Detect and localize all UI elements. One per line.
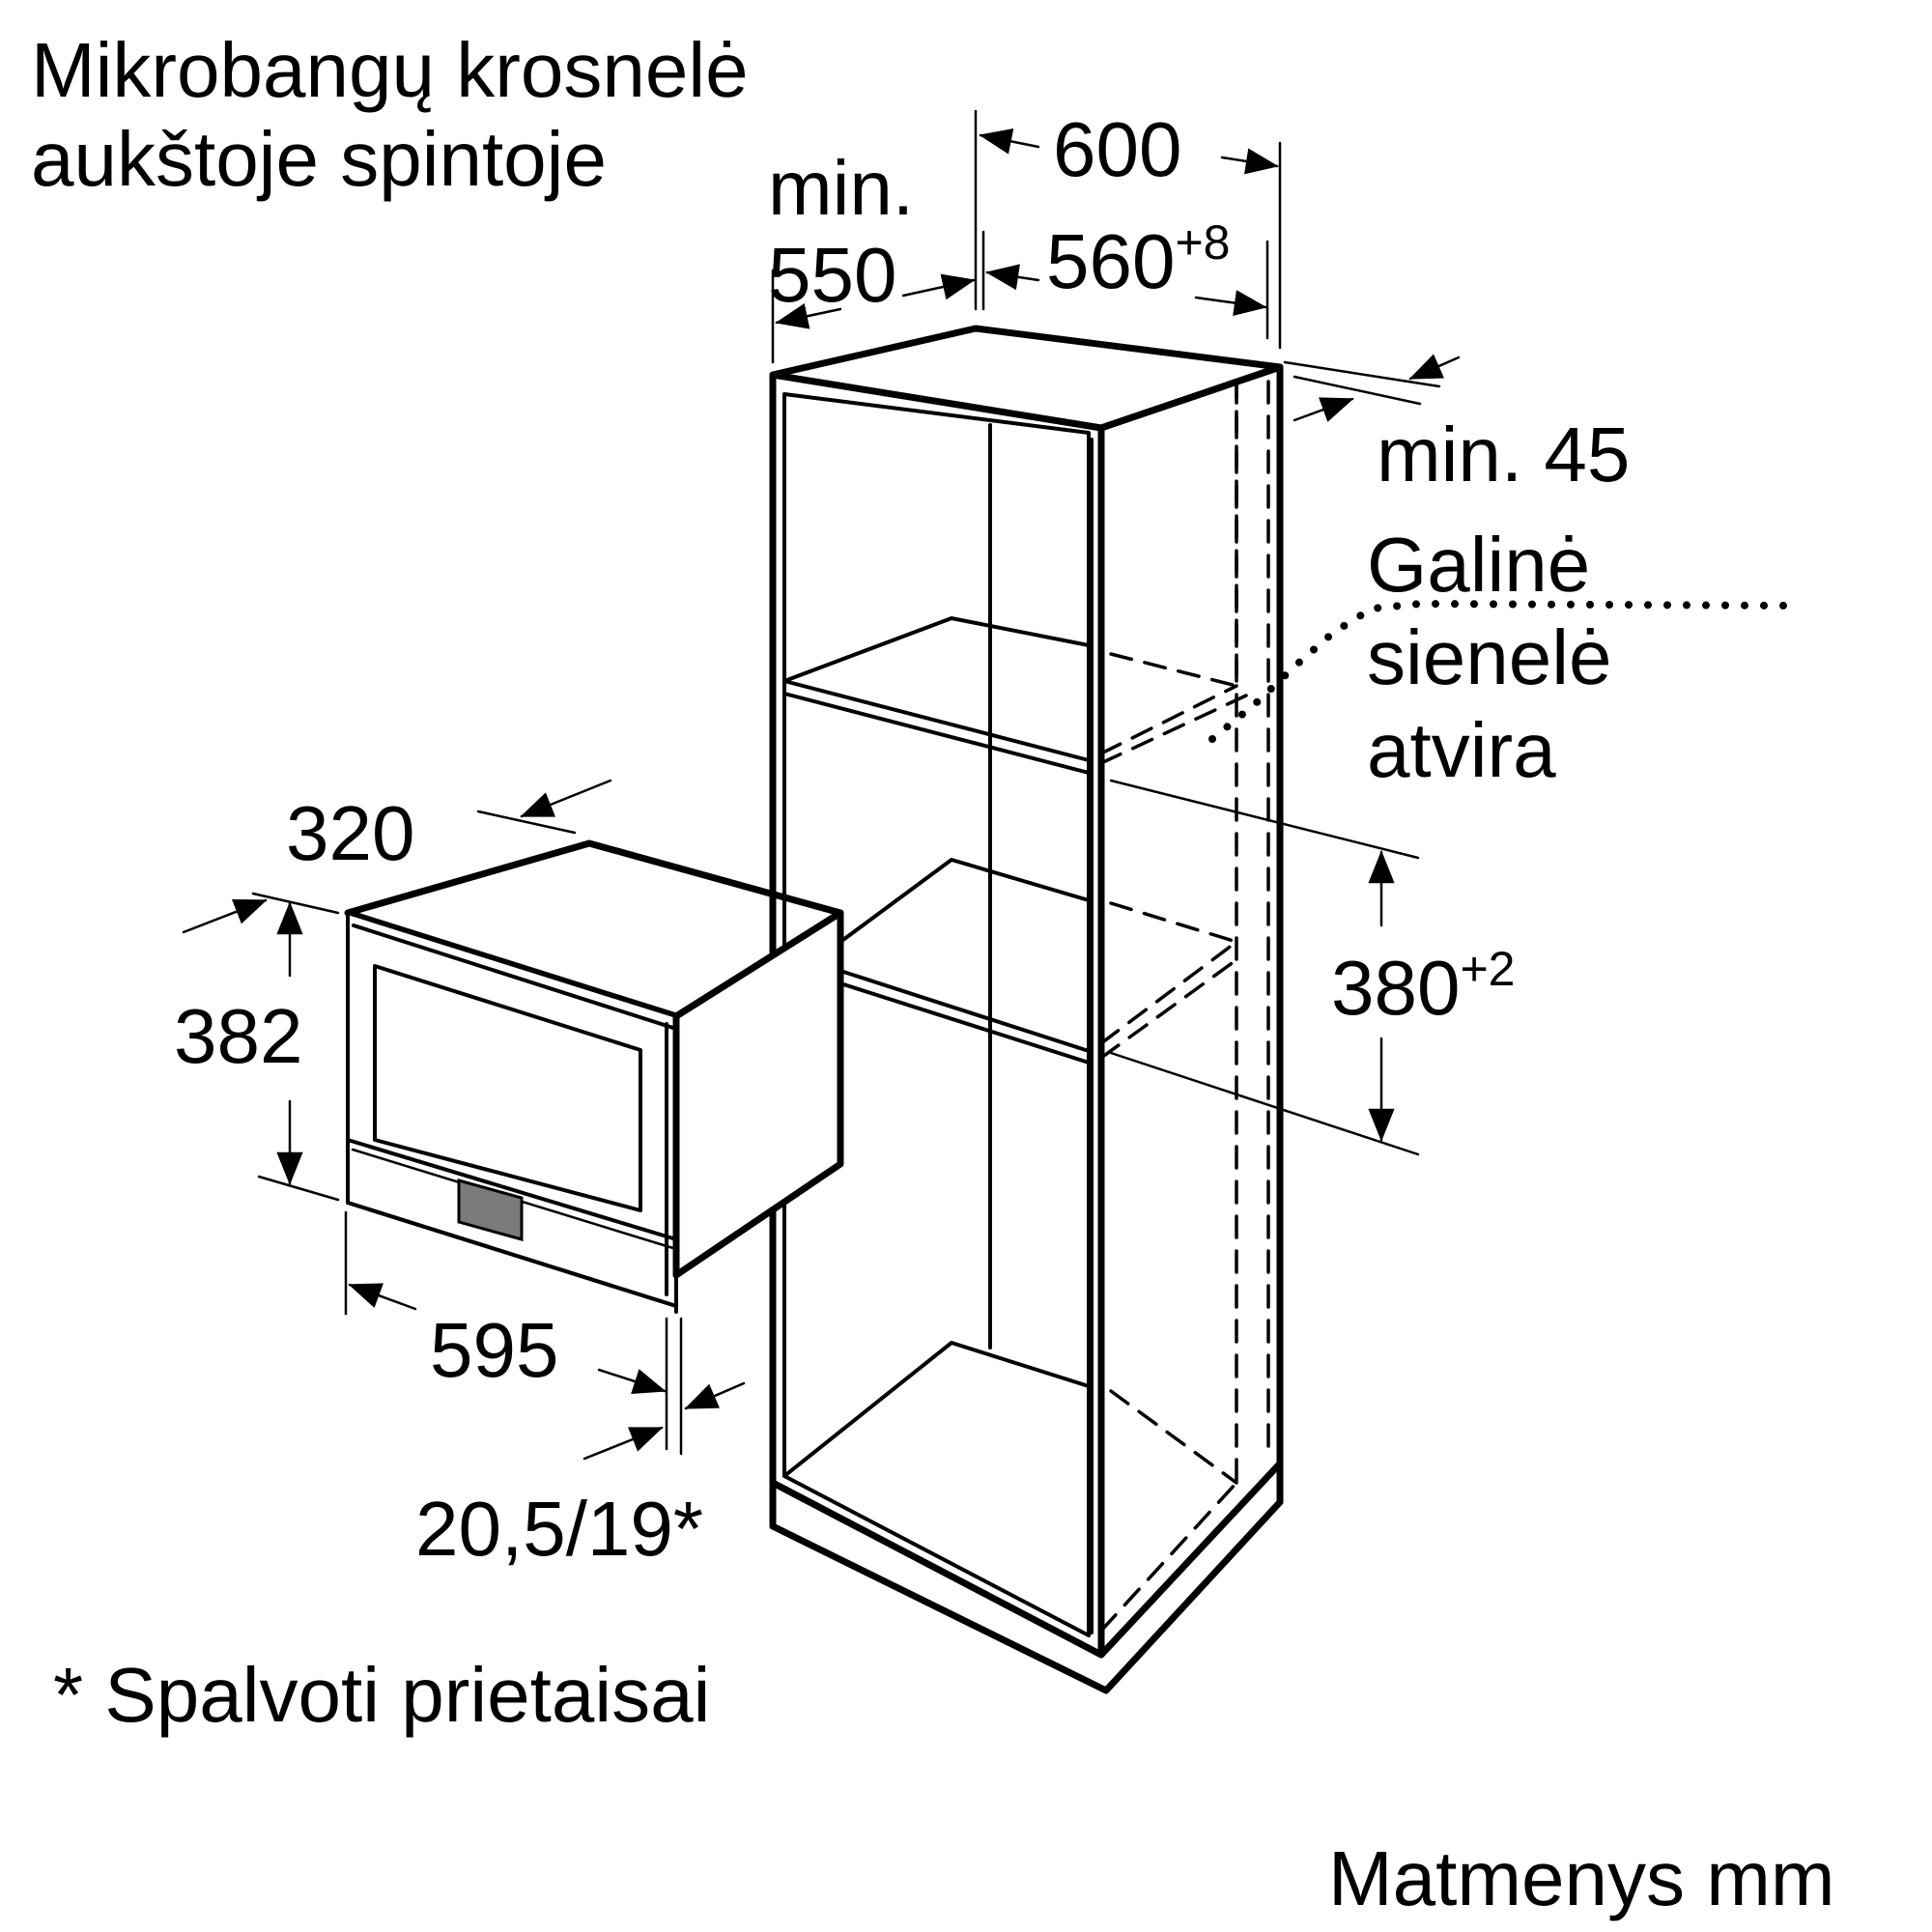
cabinet-floor [782,1341,1091,1478]
back-wall-note-line-3: atvira [1367,707,1556,793]
back-wall-note-line-1: Galinė [1367,522,1590,608]
min-label: min. [768,145,914,231]
microwave-front-top-edge [352,923,678,1031]
niche-height-tolerance: +2 [1460,942,1515,996]
niche-shelf-front-2 [838,981,1091,1065]
arrow-45-a [1408,354,1461,381]
front-thickness-value: 20,5/19* [415,1486,703,1572]
hidden-edges-niche [1109,901,1238,944]
arrow-thickness-a [582,1426,664,1461]
arrow-595-right [597,1368,667,1394]
ext-45-b [1293,375,1422,406]
ext-380-top [1109,779,1420,860]
upper-shelf-front [782,679,1091,762]
niche-height-number: 380 [1331,945,1460,1031]
hidden-edge-niche-diag [1099,940,1238,1045]
dimension-lines [182,109,1461,1461]
microwave-door-window [373,964,642,1212]
arrow-600-right [1220,148,1279,175]
hidden-edges-bottom [1109,1389,1238,1485]
arrow-600-left [979,128,1040,155]
title-line-2: aukštoje spintoje [31,116,607,202]
niche-height-value: 380+2 [1331,942,1516,1031]
hidden-edges-upper [1109,380,1238,688]
upper-shelf-front-2 [782,692,1091,775]
hidden-edge-bottom-diag [1099,1481,1238,1633]
microwave [344,839,844,1314]
ext-45-a [1283,360,1441,388]
appliance-depth-value: 320 [286,790,414,876]
ext-320-back [476,810,577,835]
cabinet-top-face [769,325,1284,432]
ext-382-bottom [257,1175,340,1202]
niche-shelf [838,858,1091,944]
rear-gap-value: min. 45 [1377,412,1630,497]
footnote: * Spalvoti prietaisai [53,1652,710,1738]
niche-shelf-front [838,969,1091,1053]
ext-382-top [251,892,340,915]
microwave-front-lip [346,911,678,1308]
tall-cabinet [769,325,1284,1694]
cabinet-width-value: 600 [1053,106,1181,192]
cabinet-side-outer [1097,363,1284,1659]
appliance-height-value: 382 [174,993,302,1079]
niche-width-number: 560 [1046,218,1175,304]
hidden-edge-upper-diag [1099,684,1238,755]
arrow-550-out [775,302,842,329]
upper-shelf [782,616,1091,683]
arrow-45-b [1293,397,1354,422]
units-note: Matmenys mm [1328,1835,1835,1921]
arrow-560-right [1194,290,1267,317]
title-line-1: Mikrobangų krosnelė [31,27,749,113]
arrow-595-left [348,1283,417,1311]
back-wall-note-line-2: sienelė [1367,614,1612,700]
arrow-560-left [985,264,1040,291]
arrow-550-in [901,273,976,300]
hidden-edge-niche-diag2 [1099,954,1243,1060]
arrow-382-depth [182,898,268,934]
ext-380-bottom [1109,1051,1420,1156]
open-back-wall-leader [1208,600,1801,743]
hidden-edge-upper-diag2 [1099,694,1248,765]
appliance-width-value: 595 [430,1307,558,1393]
microwave-control-strip-top [346,1138,678,1241]
min-depth-value: 550 [768,232,896,318]
microwave-side-face [672,909,844,1279]
niche-width-tolerance: +8 [1175,215,1230,270]
arrow-320 [520,779,612,818]
microwave-display [457,1179,524,1241]
cabinet-plinth [769,1460,1284,1694]
arrow-thickness-b [684,1381,746,1410]
niche-width-value: 560+8 [1046,215,1231,304]
